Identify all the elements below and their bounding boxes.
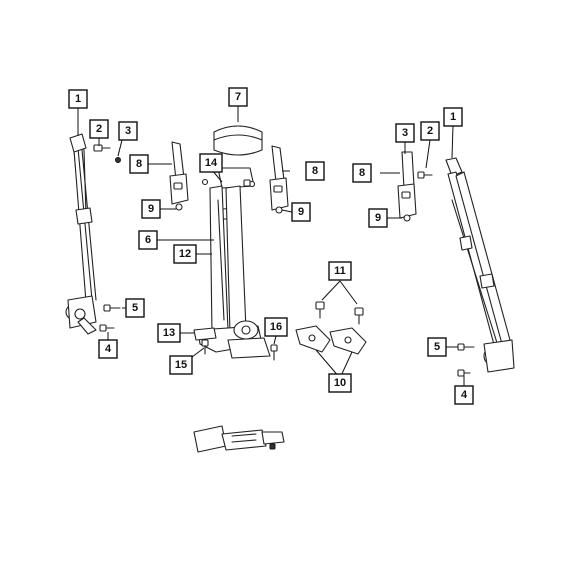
svg-text:5: 5 <box>434 341 440 353</box>
right-retractor-assembly <box>445 157 515 373</box>
right-upper-bolts <box>417 171 433 179</box>
callout-9-center: 9 <box>291 202 311 222</box>
callout-15: 15 <box>169 355 193 375</box>
callout-11: 11 <box>328 261 352 281</box>
svg-text:16: 16 <box>270 321 282 333</box>
svg-text:11: 11 <box>334 265 346 277</box>
svg-text:8: 8 <box>312 165 318 177</box>
seat-belt-buckle <box>193 425 285 453</box>
svg-text:10: 10 <box>334 377 346 389</box>
callout-5-left: 5 <box>125 298 145 318</box>
svg-text:12: 12 <box>179 248 191 260</box>
callout-16: 16 <box>264 317 288 337</box>
svg-text:1: 1 <box>75 93 81 105</box>
callout-1-left: 1 <box>68 89 88 109</box>
callout-4-left: 4 <box>98 339 118 359</box>
svg-text:4: 4 <box>461 389 468 401</box>
left-retractor-assembly <box>65 133 97 335</box>
left-lower-bolts <box>99 304 121 332</box>
callout-8-right: 8 <box>352 163 372 183</box>
center-headrest <box>213 125 263 156</box>
callout-3-right: 3 <box>395 123 415 143</box>
left-upper-bolts <box>93 144 121 163</box>
svg-text:1: 1 <box>450 111 456 123</box>
right-lower-bolts <box>457 343 475 377</box>
svg-text:3: 3 <box>125 125 131 137</box>
callout-1-right: 1 <box>443 107 463 127</box>
right-height-adjuster <box>397 151 417 222</box>
callout-7: 7 <box>228 87 248 107</box>
svg-text:8: 8 <box>136 158 142 170</box>
callout-8-left: 8 <box>129 154 149 174</box>
svg-text:2: 2 <box>427 125 433 137</box>
callout-9-left: 9 <box>141 199 161 219</box>
leader-lines <box>77 106 465 386</box>
callout-2-right: 2 <box>420 121 440 141</box>
callout-4-right: 4 <box>454 385 474 405</box>
svg-text:14: 14 <box>205 157 218 169</box>
callout-9-right: 9 <box>368 208 388 228</box>
svg-text:6: 6 <box>145 234 151 246</box>
center-clip <box>201 178 256 188</box>
svg-text:7: 7 <box>235 91 241 103</box>
center-height-adjuster <box>269 145 289 214</box>
callout-12: 12 <box>173 244 197 264</box>
svg-text:5: 5 <box>132 302 138 314</box>
svg-text:4: 4 <box>105 343 112 355</box>
left-height-adjuster <box>169 141 189 211</box>
svg-text:2: 2 <box>96 123 102 135</box>
svg-text:9: 9 <box>375 212 381 224</box>
callout-5-right: 5 <box>427 337 447 357</box>
center-lower-fasteners <box>193 327 278 361</box>
svg-text:3: 3 <box>402 127 408 139</box>
callout-8-center: 8 <box>305 161 325 181</box>
callout-13: 13 <box>157 323 181 343</box>
lower-brackets <box>295 301 367 355</box>
callout-10: 10 <box>328 373 352 393</box>
svg-text:9: 9 <box>148 203 154 215</box>
svg-text:15: 15 <box>175 359 187 371</box>
callout-2-left: 2 <box>89 119 109 139</box>
callout-3-left: 3 <box>118 121 138 141</box>
callout-6: 6 <box>138 230 158 250</box>
callout-14: 14 <box>199 153 223 173</box>
svg-text:9: 9 <box>298 206 304 218</box>
svg-text:13: 13 <box>163 327 175 339</box>
svg-text:8: 8 <box>359 167 365 179</box>
